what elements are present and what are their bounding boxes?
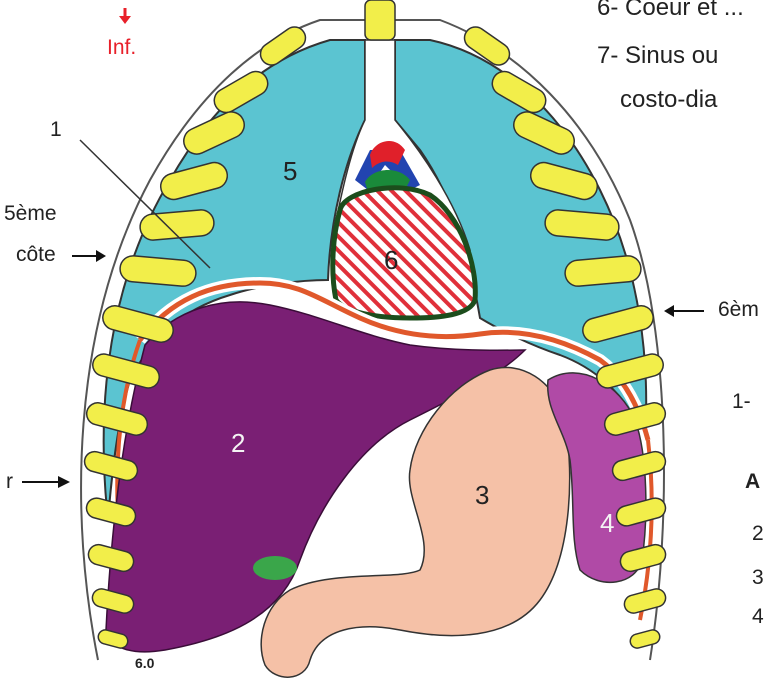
stomach-number-3: 3 xyxy=(475,480,489,511)
lung-number-5: 5 xyxy=(283,156,297,187)
arrow-left-lower xyxy=(22,476,70,488)
spleen-number-4: 4 xyxy=(600,508,614,539)
rib5-label-line1: 5ème xyxy=(4,202,57,226)
arrow-inf xyxy=(119,8,131,24)
arrow-rib5 xyxy=(72,250,106,262)
legend-3: 3 xyxy=(752,566,764,590)
gallbladder xyxy=(253,556,297,580)
version-label: 6.0 xyxy=(135,655,154,671)
legend-heading-A: A xyxy=(745,470,760,494)
inf-label: Inf. xyxy=(107,36,136,60)
legend-4: 4 xyxy=(752,605,764,629)
legend-2: 2 xyxy=(752,522,764,546)
label-1: 1 xyxy=(50,118,62,142)
rib6-label: 6èm xyxy=(718,298,759,322)
sternum-manubrium xyxy=(365,0,395,40)
liver-number-2: 2 xyxy=(231,428,245,459)
legend-item-7: 7- Sinus ou xyxy=(597,42,718,70)
legend-1: 1- xyxy=(732,390,751,414)
legend-item-7-cont: costo-dia xyxy=(620,86,717,114)
arrow-rib6 xyxy=(664,305,704,317)
heart-number-6: 6 xyxy=(384,245,398,276)
left-arrow-prefix: r xyxy=(6,470,13,494)
legend-item-6: 6- Coeur et ... xyxy=(597,0,744,22)
rib5-label-line2: côte xyxy=(16,243,56,267)
